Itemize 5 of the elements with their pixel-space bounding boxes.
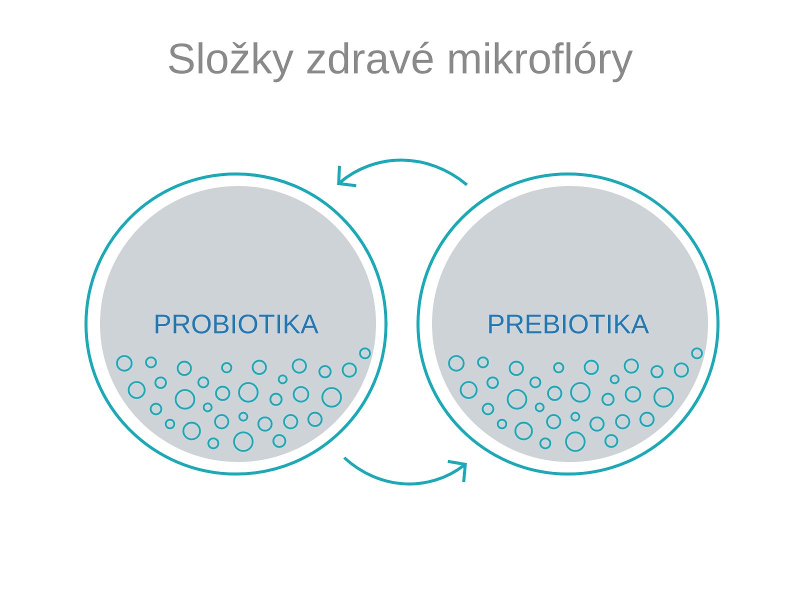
circle-node: PROBIOTIKA — [84, 172, 388, 476]
title: Složky zdravé mikroflóry — [169, 42, 633, 82]
arrow — [337, 158, 468, 188]
circle-node: PREBIOTIKA — [416, 172, 720, 476]
arrow — [343, 456, 467, 486]
